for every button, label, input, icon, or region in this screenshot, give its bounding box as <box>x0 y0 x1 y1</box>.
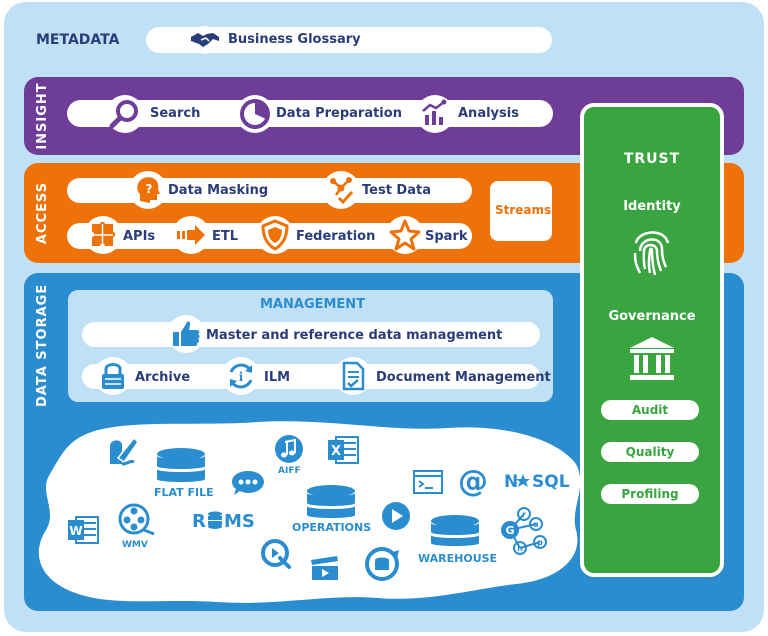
quicktime-icon <box>260 538 292 570</box>
shield-icon <box>256 216 294 254</box>
music-note-icon <box>274 434 304 464</box>
at-sign-icon: @ <box>456 464 490 498</box>
lake-label-wmv: WMV <box>122 540 148 550</box>
access-item-data-masking: Data Masking <box>168 183 269 198</box>
nosql-logo: N SQL <box>504 470 572 492</box>
lake-label-warehouse: WAREHOUSE <box>418 552 498 565</box>
graph-network-icon: G r a h p <box>494 502 554 558</box>
master-data-label: Master and reference data management <box>206 328 503 343</box>
head-question-icon: ? <box>129 171 167 209</box>
architecture-diagram: METADATA Business Glossary INSIGHT Searc… <box>4 2 764 632</box>
film-reel-icon <box>116 502 156 538</box>
insight-item-data-preparation: Data Preparation <box>276 106 402 121</box>
trust-panel: TRUST Identity Governance Audit <box>580 103 724 577</box>
terminal-icon <box>412 468 444 496</box>
database-icon <box>154 446 208 488</box>
brush-pen-icon <box>104 434 142 468</box>
svg-text:h: h <box>517 544 523 553</box>
rdbms-logo: R MS <box>192 508 264 534</box>
business-glossary-label: Business Glossary <box>228 32 361 47</box>
access-item-etl: ETL <box>212 229 239 244</box>
lake-label-operations: OPERATIONS <box>292 521 372 534</box>
streams-box: Streams <box>490 181 552 241</box>
puzzle-icon <box>84 216 122 254</box>
trust-governance: Governance <box>608 309 696 324</box>
fingerprint-icon <box>628 223 676 279</box>
master-data-pill <box>82 322 540 347</box>
ilm-cycle-icon: i <box>222 357 260 395</box>
archive-lock-icon <box>94 357 132 395</box>
database-icon <box>428 514 482 552</box>
svg-text:@: @ <box>458 464 488 498</box>
trust-item-audit: Audit <box>601 400 699 420</box>
business-glossary-pill: Business Glossary <box>146 25 552 55</box>
trust-item-quality: Quality <box>601 442 699 462</box>
thumbs-up-icon <box>167 315 205 353</box>
excel-icon: X <box>326 434 360 466</box>
svg-text:i: i <box>239 370 244 384</box>
clapperboard-icon <box>308 554 342 582</box>
svg-text:N: N <box>504 472 518 492</box>
chat-bubble-icon <box>230 468 266 498</box>
management-item-ilm: ILM <box>264 370 291 385</box>
insight-pill <box>67 100 553 127</box>
play-icon <box>380 500 412 532</box>
trust-title: TRUST <box>623 151 681 167</box>
access-item-federation: Federation <box>296 229 376 244</box>
data-storage-label: DATA STORAGE <box>35 283 50 407</box>
insight-item-search: Search <box>150 106 201 121</box>
management-item-archive: Archive <box>135 370 191 385</box>
svg-text:G: G <box>505 524 514 537</box>
trust-item-profiling: Profiling <box>601 484 699 504</box>
trust-identity: Identity <box>623 199 681 214</box>
svg-text:SQL: SQL <box>532 472 570 492</box>
network-check-icon <box>322 171 360 209</box>
management-title: MANAGEMENT <box>260 297 366 312</box>
management-item-document-management: Document Management <box>376 370 551 385</box>
access-item-test-data: Test Data <box>362 183 431 198</box>
lake-label-aiff: AIFF <box>278 466 301 476</box>
word-icon: W <box>66 514 100 546</box>
lake-label-flat-file: FLAT FILE <box>154 486 214 499</box>
access-item-apis: APIs <box>123 229 156 244</box>
svg-text:W: W <box>69 524 82 538</box>
bank-building-icon <box>626 335 678 383</box>
search-icon <box>106 95 144 133</box>
arrow-right-icon <box>172 216 210 254</box>
svg-text:r: r <box>522 510 526 519</box>
recycle-data-icon <box>362 544 402 584</box>
svg-text:R: R <box>192 511 206 532</box>
analysis-chart-icon <box>416 95 454 133</box>
svg-text:X: X <box>331 444 341 459</box>
insight-item-analysis: Analysis <box>458 106 519 121</box>
streams-label: Streams <box>495 203 552 217</box>
svg-text:?: ? <box>146 182 153 196</box>
access-item-spark: Spark <box>425 229 468 244</box>
handshake-icon <box>188 25 222 55</box>
svg-text:MS: MS <box>224 511 255 532</box>
management-row-pill <box>82 364 540 389</box>
pie-chart-icon <box>236 95 274 133</box>
database-icon <box>304 484 358 524</box>
metadata-label: METADATA <box>36 32 120 48</box>
svg-text:p: p <box>537 538 543 547</box>
spark-star-icon <box>386 216 424 254</box>
insight-label: INSIGHT <box>35 82 50 150</box>
svg-text:a: a <box>533 520 538 529</box>
document-icon <box>334 357 372 395</box>
access-label: ACCESS <box>35 181 50 245</box>
